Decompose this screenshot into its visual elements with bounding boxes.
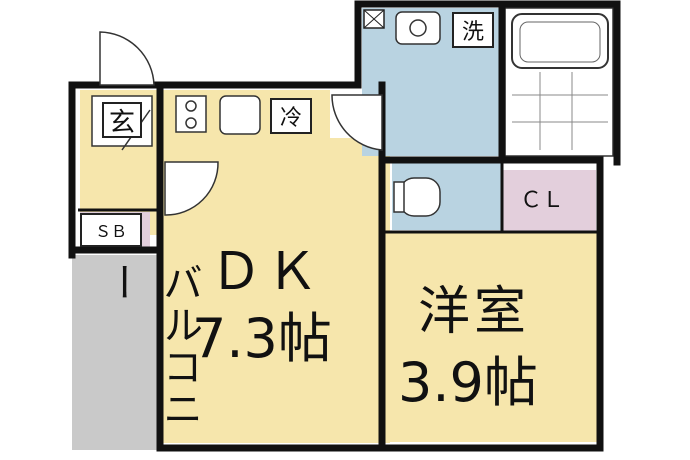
entrance-label: 玄: [102, 102, 142, 138]
wash-basin: [395, 11, 441, 45]
closet-floor: [503, 170, 596, 232]
toilet: [399, 177, 441, 217]
shoebox-label: ＳＢ: [80, 213, 142, 247]
bathtub: [511, 13, 609, 69]
balcony-label: バルコニー: [98, 262, 202, 430]
kitchen-sink: [219, 95, 261, 135]
entrance-door: [99, 31, 155, 86]
balcony-floor: [72, 255, 162, 450]
western-room-size: 3.9帖: [398, 351, 538, 414]
washer-label: 洗: [452, 12, 494, 48]
western-floor: [390, 232, 598, 442]
dk-door: [164, 161, 219, 216]
western-room-name: 洋室: [418, 282, 531, 342]
wash-door: [331, 94, 383, 151]
fridge-label: 冷: [270, 98, 312, 134]
closet-label: ＣＬ: [520, 188, 565, 213]
dk-room-name: ＤＫ: [210, 242, 323, 302]
dk-room-size: 7.3帖: [192, 307, 332, 370]
stove: [175, 95, 207, 133]
